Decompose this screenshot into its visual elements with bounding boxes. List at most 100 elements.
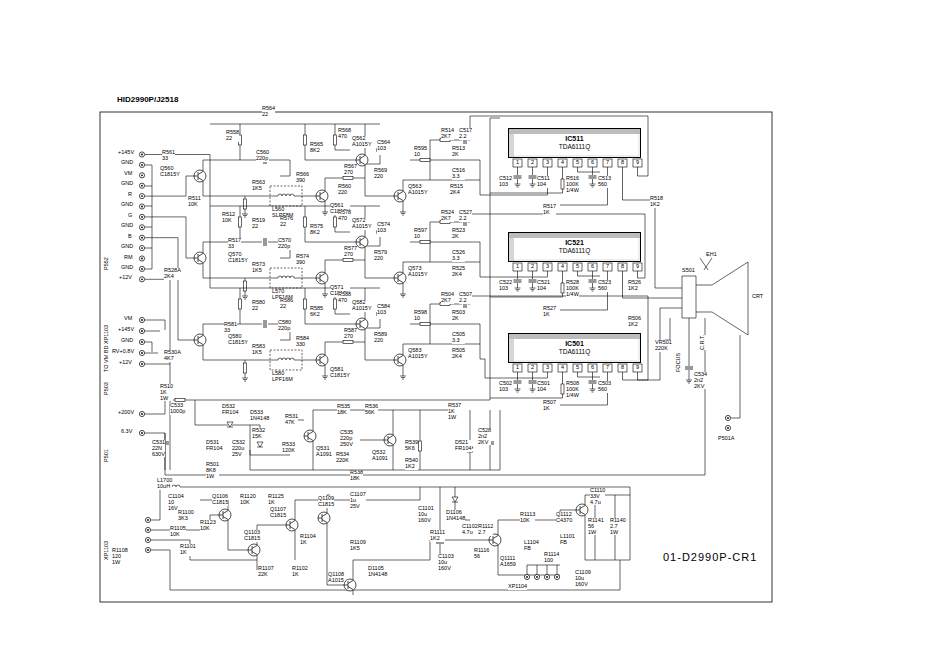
component-label: C528 2n2 2KV [478,428,491,445]
component-label: C516 3.3 [452,168,465,180]
component-label: R576 22 [280,216,293,228]
pin-number: 5 [573,264,582,270]
component-label: R595 10 [414,146,427,158]
component-label: +145V [118,327,134,333]
component-label: VM [124,171,132,177]
component-label: C1109 10u 160V [575,570,591,587]
component-label: Q1107 C1815 [270,507,286,519]
component-label: R530A 4K7 [164,350,181,362]
component-label: C522 103 [499,280,512,292]
pin-number: 3 [543,160,552,166]
component-label: C502 103 [499,381,512,393]
schematic-title: HID2990P/J2518 [117,96,178,105]
component-label: GND [121,202,133,208]
pin-number: 9 [633,160,642,166]
component-label: R515 2K4 [450,184,463,196]
component-label: R533 120K [282,442,295,454]
component-label: Q532 A1091 [372,450,388,462]
component-label: Q1111 A1659 [500,556,516,568]
pin-number: 7 [603,365,612,371]
component-label: C560 220p [256,150,269,162]
component-label: R577 270 [344,246,357,258]
component-label: D532 FR104 [222,404,239,416]
component-label: C533 1000p [170,403,185,415]
component-label: R1123 10K [200,520,216,532]
component-label: Q580 C1815Y [228,334,248,346]
component-label: C1103 10u 160V [438,554,454,571]
component-label: R578 470 [338,210,351,222]
component-label: R510 1K 1W [160,384,173,401]
component-label: R503 2K [452,310,465,322]
component-label: R586 22 [280,298,293,310]
component-label: G [128,213,132,219]
component-label: C526 3.3 [452,250,465,262]
component-label: R560 220 [338,184,351,196]
pin-number: 8 [618,160,627,166]
component-label: R567 270 [344,164,357,176]
component-label: P501A [718,436,735,442]
component-label: R585 6K2 [310,306,323,318]
component-label: R535 18K [337,404,350,416]
component-label: R580 22 [252,300,265,312]
component-label: Q1108 A1015 [328,572,344,584]
ic-designator: IC511 [565,135,583,143]
pin-number: 3 [543,365,552,371]
component-label: C570 220p [278,238,291,250]
component-label: GND [121,160,133,166]
component-label: R538 18K [350,470,363,482]
component-label: Q581 C1815Y [330,367,350,379]
pin-number: 2 [528,264,537,270]
component-label: C512 103 [499,176,512,188]
component-label: C584 103 [377,304,390,316]
component-label: Q1103 C1815 [244,530,260,542]
component-label: RM [124,255,133,261]
component-label: D533 1N4148 [250,410,269,422]
component-label: R1101 1K [180,544,196,556]
component-label: D521 FR104 [455,440,472,452]
ic-part-number: TDA6111Q [559,247,591,254]
component-label: Q531 A1091 [316,446,332,458]
component-label: R514 2K7 [441,128,454,140]
component-label: L1700 10uH [157,478,172,490]
component-label: C1101 10u 160V [418,506,434,523]
component-label: R574 390 [296,254,309,266]
component-label: R501 8K8 1W [206,462,219,479]
component-label: R507 1K [543,400,556,412]
component-label: GND [121,244,133,250]
component-label: R528A 2K4 [164,268,181,280]
component-label: C503 560 [598,381,611,393]
component-label: R505 2K4 [452,348,465,360]
component-label: R517 1K [543,204,556,216]
pin-number: 1 [513,160,522,166]
component-label: C535 220p 250V [340,430,353,447]
connector-label: P503 [104,382,110,395]
pin-number: 9 [633,264,642,270]
component-label: C580 220p [278,320,291,332]
component-label: GND [121,223,133,229]
component-label: R1100 3K3 [178,510,194,522]
component-label: R1107 22K [258,566,274,578]
component-label: R584 330 [296,336,309,348]
component-label: C574 103 [377,222,390,234]
component-label: R565 8K2 [310,142,323,154]
component-label: Q562 A1015Y [352,136,372,148]
pin-number: 1 [513,264,522,270]
component-label: C534 2n2 2KV [694,372,707,389]
pin-number: 3 [543,264,552,270]
pin-number: 5 [573,160,582,166]
component-label: R597 10 [414,228,427,240]
component-label: R589 220 [374,332,387,344]
component-label: R561 33 [162,150,175,162]
component-label: GND [121,265,133,271]
component-label: D531 FR104 [206,440,223,452]
component-label: C513 560 [598,176,611,188]
component-label: R523 2K [452,228,465,240]
component-label: R513 2K [452,146,465,158]
component-label: C564 103 [377,140,390,152]
component-label: R1112 2.7 [478,524,493,536]
component-label: C1110 33V 4.7u [590,488,605,505]
component-label: L1104 FB [524,540,539,552]
component-label: R1111 1K2 [430,530,445,542]
component-label: R528 100K 1/4W [566,280,579,297]
